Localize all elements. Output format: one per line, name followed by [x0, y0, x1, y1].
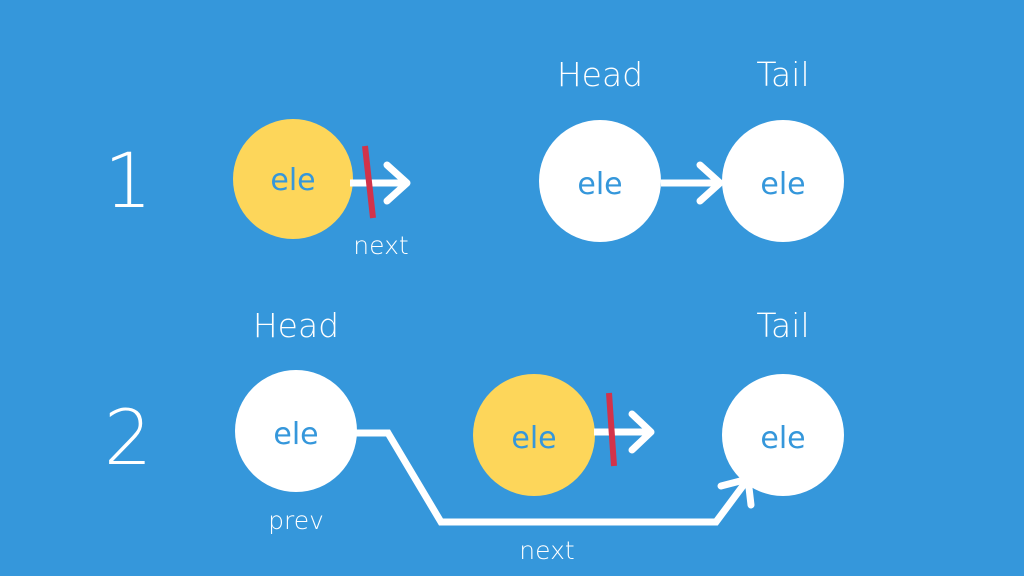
- step-1-new-node: ele: [233, 119, 353, 239]
- step-2-prev-label: prev: [268, 506, 324, 535]
- step-1-new-node-label: ele: [270, 163, 315, 198]
- step-1-head-node-circle: [539, 120, 661, 242]
- step-1-link-arrow-head: [696, 161, 724, 205]
- step-1-tail-label: Tail: [756, 55, 809, 94]
- step-1: 1 ele next Head Tail ele: [104, 55, 844, 260]
- step-1-next-label: next: [353, 231, 408, 260]
- step-2-number: 2: [104, 393, 152, 482]
- step-2-head-node: ele: [235, 370, 357, 492]
- step-2-tail-label: Tail: [756, 306, 809, 345]
- step-2-middle-arrow-head: [628, 410, 655, 454]
- step-2-tail-node-label: ele: [760, 421, 805, 456]
- step-1-cut-mark: [362, 145, 376, 219]
- step-1-new-node-next-arrow: [350, 161, 411, 205]
- step-1-head-label: Head: [557, 55, 643, 94]
- step-1-new-node-circle: [233, 119, 353, 239]
- step-2-tail-node-circle: [722, 374, 844, 496]
- step-2-tail-node: ele: [722, 374, 844, 496]
- step-1-next-arrow-head: [383, 161, 411, 205]
- step-2-head-node-label: ele: [273, 417, 318, 452]
- step-1-head-to-tail-arrow: [661, 161, 724, 205]
- step-1-tail-node-circle: [722, 120, 844, 242]
- step-2-head-node-circle: [235, 370, 357, 492]
- step-2-next-label: next: [519, 536, 574, 565]
- step-2-middle-node: ele: [473, 374, 595, 496]
- step-2-head-label: Head: [253, 306, 339, 345]
- step-1-head-node: ele: [539, 120, 661, 242]
- step-1-number: 1: [104, 136, 152, 225]
- step-1-head-node-label: ele: [577, 167, 622, 202]
- step-1-tail-node-label: ele: [760, 167, 805, 202]
- step-2-bypass-arrow-line: [354, 429, 751, 526]
- step-2: 2 Head Tail next ele prev ele: [104, 306, 844, 565]
- step-2-middle-node-label: ele: [511, 421, 556, 456]
- step-2-middle-node-circle: [473, 374, 595, 496]
- step-1-tail-node: ele: [722, 120, 844, 242]
- step-2-cut-mark: [606, 392, 617, 467]
- step-2-middle-node-next-arrow: [594, 410, 655, 454]
